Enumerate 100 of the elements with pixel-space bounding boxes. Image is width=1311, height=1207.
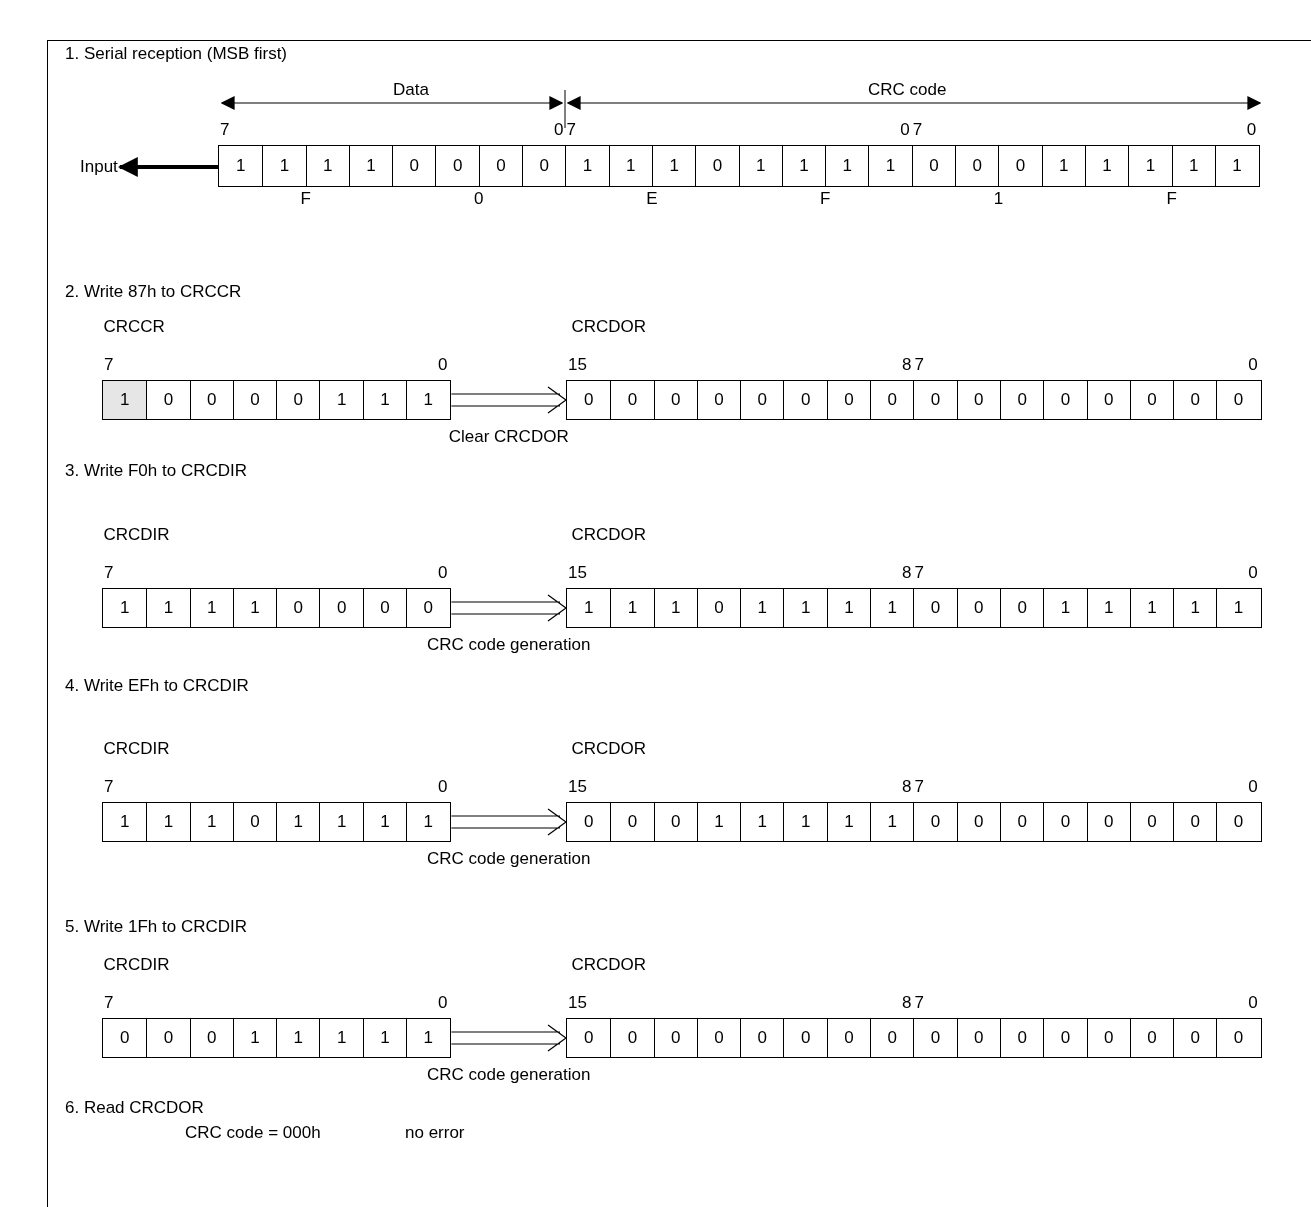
bit-cell: 1 xyxy=(1129,589,1174,627)
bit-cell: 1 xyxy=(305,146,349,186)
bit-cell: 0 xyxy=(146,381,190,419)
bit-cell: 0 xyxy=(653,1019,697,1057)
bit-cell-text: 1 xyxy=(118,597,131,619)
bit-cell: 1 xyxy=(781,146,826,186)
bit-cell: 0 xyxy=(913,1019,957,1057)
bit-cell: 0 xyxy=(1216,803,1260,841)
bit-number: 7 xyxy=(912,120,923,140)
bit-cell: 0 xyxy=(696,589,741,627)
bit-cell: 1 xyxy=(1128,146,1172,186)
bit-cell: 0 xyxy=(913,381,957,419)
transfer-arrow xyxy=(450,808,568,836)
bit-cell: 1 xyxy=(610,589,654,627)
bit-cell: 0 xyxy=(189,1019,233,1057)
bit-cell: 1 xyxy=(262,146,306,186)
bit-cell: 1 xyxy=(870,803,914,841)
hex-digit: E xyxy=(645,189,659,209)
step-heading: 1. Serial reception (MSB first) xyxy=(63,44,289,64)
register-name: CRCDOR xyxy=(571,525,647,545)
bit-cell: 0 xyxy=(696,1019,741,1057)
bit-cell: 1 xyxy=(826,589,871,627)
bit-cell: 0 xyxy=(1173,1019,1217,1057)
bit-number: 0 xyxy=(436,563,448,583)
bit-number: 0 xyxy=(1247,355,1258,375)
bit-cell-text: 1 xyxy=(118,811,131,833)
bit-number: 7 xyxy=(104,563,114,583)
bit-cell: 1 xyxy=(232,589,277,627)
bit-number: 15 xyxy=(568,993,587,1013)
bit-cell: 0 xyxy=(1129,1019,1174,1057)
bit-cell: 0 xyxy=(392,146,436,186)
bit-cell: 0 xyxy=(1086,1019,1130,1057)
bit-cell: 1 xyxy=(565,146,609,186)
bit-cell: 1 xyxy=(651,146,696,186)
bit-cell: 1 xyxy=(362,381,407,419)
bit-number: 7 xyxy=(914,777,924,797)
bit-cell: 1 xyxy=(826,803,871,841)
bit-number: 0 xyxy=(1247,993,1258,1013)
bit-cell: 0 xyxy=(913,589,957,627)
bit-cell: 0 xyxy=(1173,381,1217,419)
bit-number: 15 xyxy=(568,355,587,375)
bit-cell: 0 xyxy=(276,381,320,419)
bit-cell: 0 xyxy=(610,381,654,419)
bit-cell: 1 xyxy=(406,803,450,841)
bit-number: 7 xyxy=(566,120,576,140)
bit-number: 8 xyxy=(900,355,912,375)
bit-cell: 0 xyxy=(653,803,697,841)
bit-cell: 1 xyxy=(276,803,320,841)
hex-digit: F xyxy=(819,189,832,209)
bit-cell: 0 xyxy=(1043,803,1087,841)
bit-number: 7 xyxy=(914,563,924,583)
bit-cell: 0 xyxy=(826,381,871,419)
bit-cell-text: 0 xyxy=(582,389,595,411)
bit-cell: 0 xyxy=(826,1019,871,1057)
bit-cell: 1 xyxy=(783,803,827,841)
bit-cell: 0 xyxy=(783,381,827,419)
bit-cell: 0 xyxy=(740,1019,784,1057)
bit-number: 8 xyxy=(900,993,912,1013)
bit-cell-text: 0 xyxy=(582,1027,595,1049)
edge-label: CRC code generation xyxy=(426,1065,591,1085)
bit-cell: 0 xyxy=(1129,381,1174,419)
bit-cell: 0 xyxy=(999,381,1044,419)
bit-cell: 0 xyxy=(1129,803,1174,841)
register-name: CRCDOR xyxy=(571,739,647,759)
bit-number: 7 xyxy=(104,355,114,375)
bit-cell-text: 0 xyxy=(118,1027,131,1049)
bit-number: 0 xyxy=(1245,120,1257,140)
bit-cell: 1 xyxy=(406,381,450,419)
bit-cell: 1 xyxy=(1171,146,1215,186)
bit-number: 7 xyxy=(104,777,114,797)
bit-number: 0 xyxy=(436,355,448,375)
edge-label: CRC code generation xyxy=(426,849,591,869)
transfer-arrow xyxy=(450,386,568,414)
bit-cell: 1 xyxy=(1216,589,1260,627)
bit-number: 0 xyxy=(899,120,910,140)
bit-number: 7 xyxy=(914,355,924,375)
bit-cell: 0 xyxy=(610,803,654,841)
bit-cell: 0 xyxy=(1216,381,1260,419)
bit-cell: 1 xyxy=(146,589,190,627)
bit-cell: 1 xyxy=(1214,146,1259,186)
bit-cell: 1 xyxy=(276,1019,320,1057)
bit-cell: 0 xyxy=(999,589,1044,627)
bit-cell: 0 xyxy=(999,1019,1044,1057)
bit-cell: 1 xyxy=(608,146,652,186)
bit-cell: 1 xyxy=(870,589,914,627)
bit-cell: 1 xyxy=(696,803,741,841)
bit-cell-text: 0 xyxy=(582,811,595,833)
bit-cell: 1 xyxy=(1173,589,1217,627)
bit-cell: 0 xyxy=(319,589,363,627)
bit-cell: 1 xyxy=(189,803,233,841)
bit-number: 0 xyxy=(1247,777,1258,797)
bit-cell: 1 xyxy=(189,589,233,627)
bit-cell: 1 xyxy=(348,146,393,186)
bit-cell: 1 xyxy=(740,589,784,627)
bit-cell: 0 xyxy=(362,589,407,627)
bit-number: 0 xyxy=(436,777,448,797)
bit-cell: 0 xyxy=(740,381,784,419)
bit-number: 8 xyxy=(900,563,912,583)
hex-digit: F xyxy=(299,189,312,209)
bit-cell: 1 xyxy=(825,146,869,186)
